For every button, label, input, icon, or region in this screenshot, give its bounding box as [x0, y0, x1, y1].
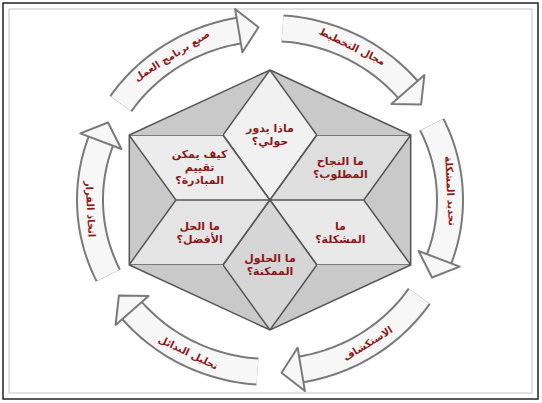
question-text: ما المشكلة؟ — [311, 220, 369, 246]
arrow-band-outline — [121, 31, 239, 104]
cycle-arrow — [419, 125, 460, 278]
inner-frame — [9, 9, 532, 393]
question-face: ما النجاح المطلوب؟ — [270, 135, 411, 200]
arrowhead — [419, 251, 460, 278]
cycle-arrow — [283, 28, 425, 104]
question-text: ماذا يدور حولي؟ — [237, 122, 303, 148]
cycle-arrow — [282, 296, 420, 391]
arrowhead — [235, 9, 258, 52]
cube-face-outline — [129, 200, 270, 265]
cube-face-outline — [129, 135, 270, 200]
hexagon-ground — [129, 70, 410, 330]
arrowhead — [282, 348, 305, 391]
arrowhead — [116, 296, 149, 326]
arrowhead — [80, 122, 121, 149]
cycle-arrow — [116, 296, 258, 372]
question-face: كيف يمكن تقييم المبادرة؟ — [129, 135, 270, 200]
frame — [3, 3, 538, 399]
arrow-band — [301, 296, 419, 369]
question-text: ما الحل الأفضل؟ — [171, 220, 229, 246]
arrow-band — [121, 31, 239, 104]
question-text: ما النجاح المطلوب؟ — [311, 155, 369, 181]
question-text: كيف يمكن تقييم المبادرة؟ — [171, 148, 229, 187]
arrow-band-outline — [301, 296, 419, 369]
cycle-arrow — [80, 122, 121, 275]
arrowhead — [391, 75, 424, 105]
question-text: ما الحلول الممكنة؟ — [237, 252, 303, 278]
cube-face-outline — [270, 135, 411, 200]
cycle-arrow — [121, 9, 259, 104]
question-face: ما الحل الأفضل؟ — [129, 200, 270, 265]
